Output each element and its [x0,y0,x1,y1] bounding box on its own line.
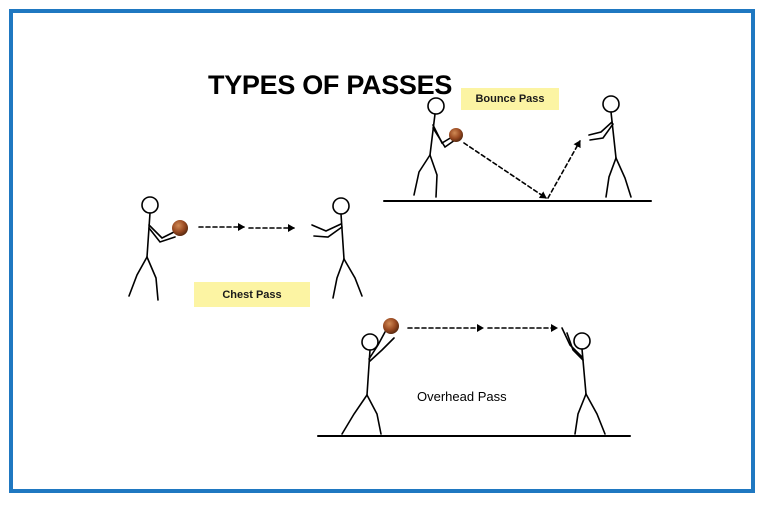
chest-passer-figure [128,196,176,301]
bounce-arrow-up [547,140,581,199]
chest-receiver-figure [311,197,363,299]
chest-ball [172,220,188,236]
bounce-pass-label: Bounce Pass [461,88,559,110]
bounce-ball [449,128,463,142]
slide-frame [9,9,755,493]
overhead-receiver-figure [561,327,606,435]
bounce-arrow-down [463,142,547,199]
page-title: TYPES OF PASSES [208,70,453,100]
bounce-receiver-figure [588,95,632,198]
overhead-pass-label: Overhead Pass [417,389,507,404]
chest-pass-label: Chest Pass [194,282,310,307]
overhead-ball [383,318,399,334]
overhead-passer-figure [341,331,395,435]
bounce-passer-figure [413,97,456,198]
